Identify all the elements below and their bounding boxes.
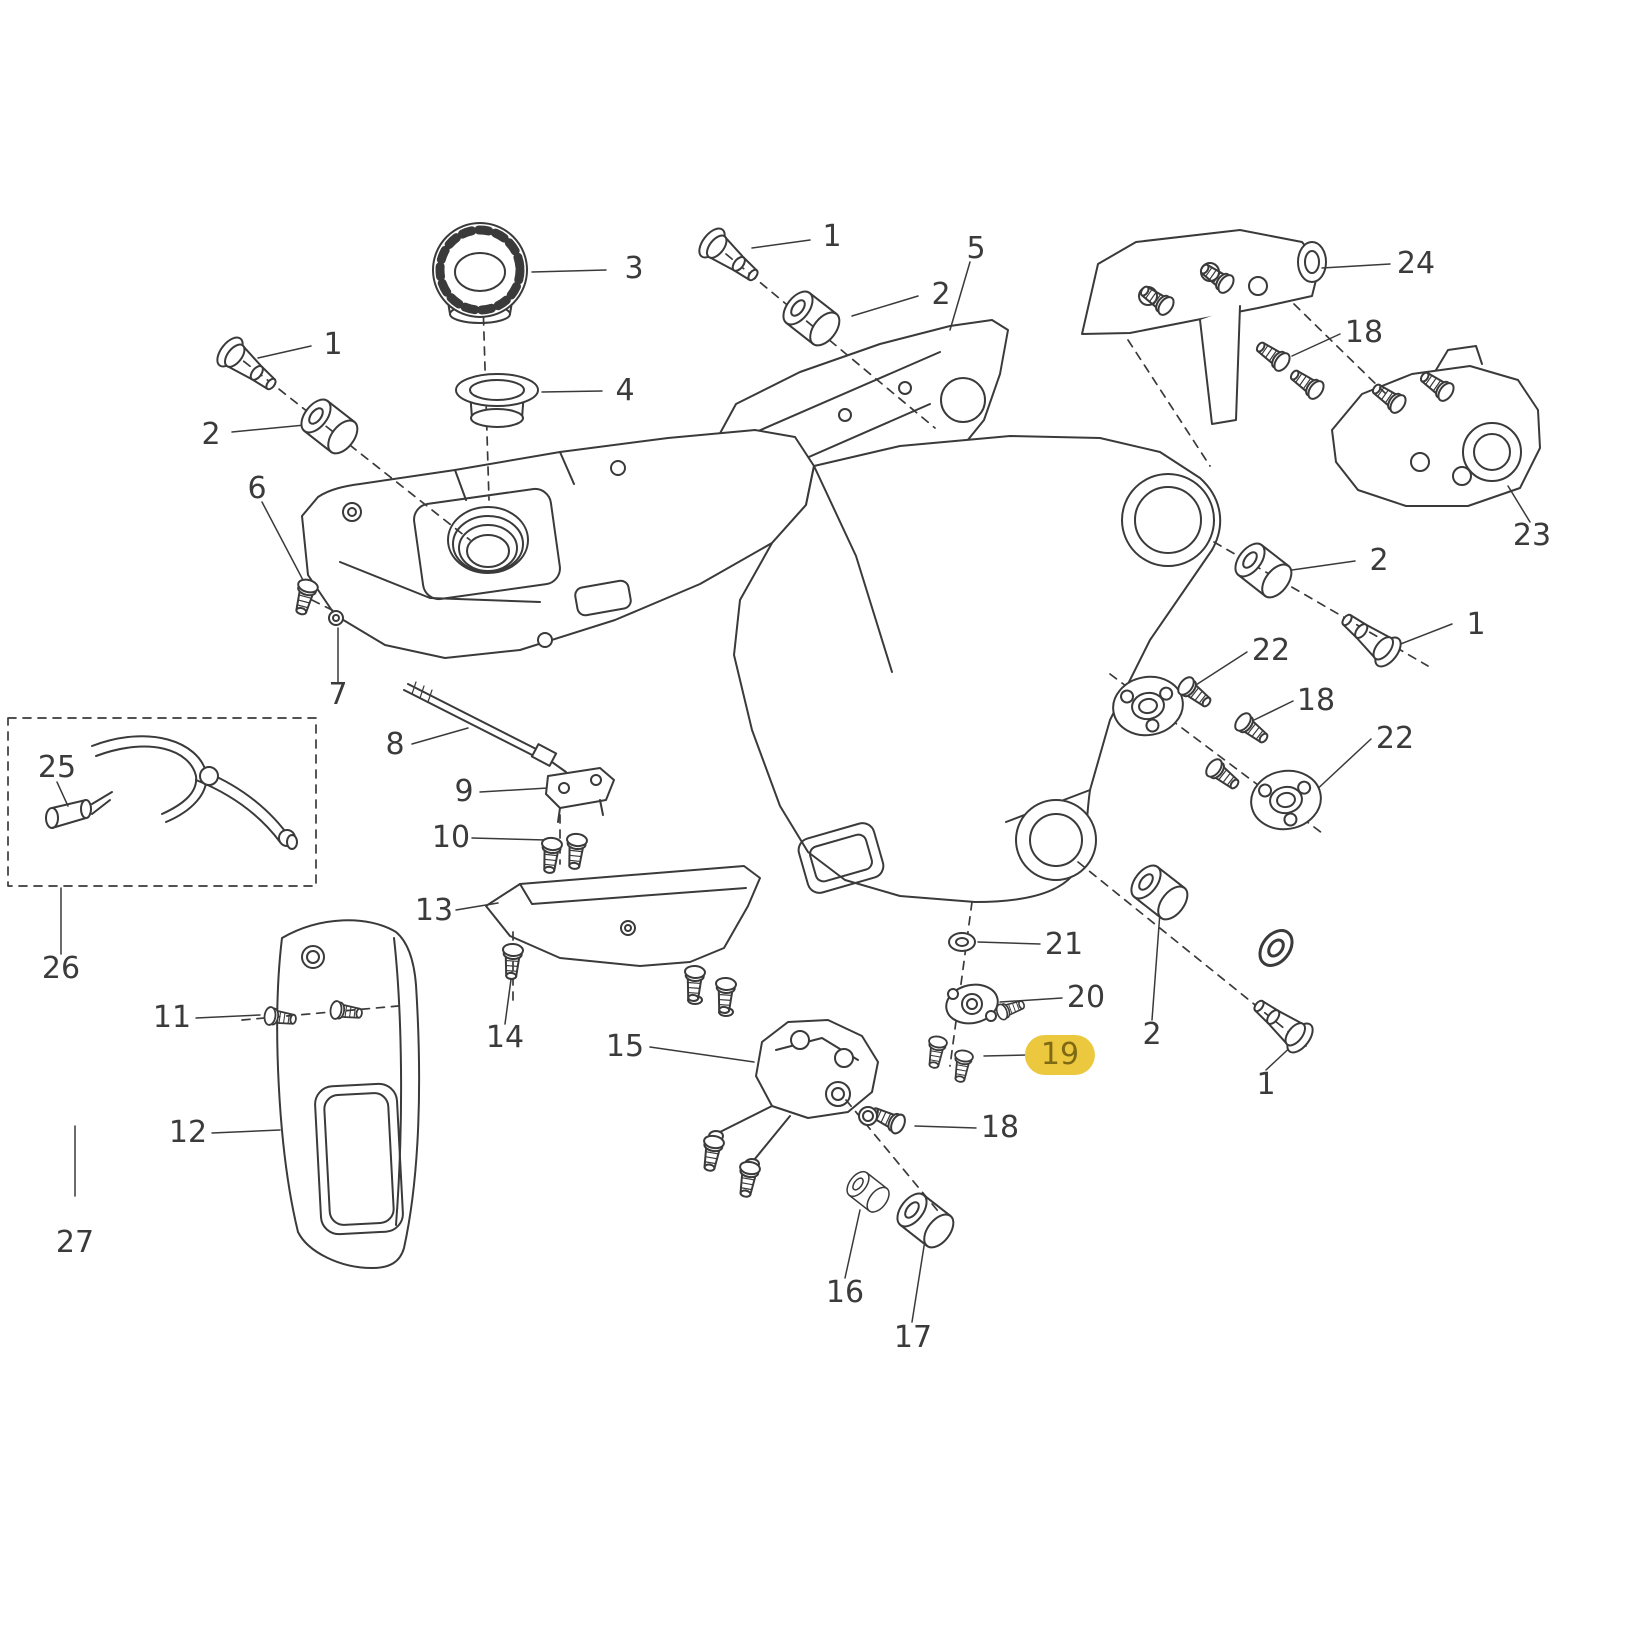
ring-7 xyxy=(328,610,344,626)
mount-bracket-24 xyxy=(1081,229,1327,425)
part-label-7-15[interactable]: 7 xyxy=(328,677,348,712)
filler-gasket-4 xyxy=(455,373,539,428)
part-label-3-2[interactable]: 3 xyxy=(624,251,644,286)
part-label-19-27[interactable]: 19 xyxy=(1024,1035,1096,1075)
part-label-26-23[interactable]: 26 xyxy=(41,951,81,986)
part-label-20-24[interactable]: 20 xyxy=(1066,980,1106,1015)
part-label-16-33[interactable]: 16 xyxy=(825,1275,865,1310)
mount-bracket-23 xyxy=(1331,345,1541,507)
bolts-18 xyxy=(858,336,1328,1137)
part-label-1-6[interactable]: 1 xyxy=(323,327,343,362)
part-label-2-10[interactable]: 2 xyxy=(1369,543,1389,578)
part-label-18-32[interactable]: 18 xyxy=(980,1110,1020,1145)
part-label-12-31[interactable]: 12 xyxy=(168,1115,208,1150)
fuel-cap-3 xyxy=(432,222,528,324)
engine-mount-bracket-15 xyxy=(708,1019,879,1170)
part-label-2-1[interactable]: 2 xyxy=(931,277,951,312)
part-label-13-21[interactable]: 13 xyxy=(414,893,454,928)
part-label-15-29[interactable]: 15 xyxy=(605,1029,645,1064)
part-label-4-8[interactable]: 4 xyxy=(615,373,635,408)
part-label-1-12[interactable]: 1 xyxy=(1466,607,1486,642)
clamp-bracket-9 xyxy=(545,767,615,823)
breather-rod-8 xyxy=(403,681,567,773)
tank-body xyxy=(733,435,1222,903)
part-label-1-0[interactable]: 1 xyxy=(822,219,842,254)
part-label-14-28[interactable]: 14 xyxy=(485,1020,525,1055)
part-label-2-26[interactable]: 2 xyxy=(1142,1017,1162,1052)
part-label-23-9[interactable]: 23 xyxy=(1512,518,1552,553)
hose-assembly-26 xyxy=(7,717,317,887)
part-label-1-30[interactable]: 1 xyxy=(1256,1067,1276,1102)
leader-lines xyxy=(56,239,1531,1323)
part-label-27-35[interactable]: 27 xyxy=(55,1225,95,1260)
part-label-9-18[interactable]: 9 xyxy=(454,774,474,809)
part-label-22-16[interactable]: 22 xyxy=(1375,721,1415,756)
part-label-25-19[interactable]: 25 xyxy=(37,750,77,785)
part-label-17-34[interactable]: 17 xyxy=(893,1320,933,1355)
part-label-18-5[interactable]: 18 xyxy=(1344,315,1384,350)
sensor-20 xyxy=(945,983,1028,1025)
part-label-10-20[interactable]: 10 xyxy=(431,820,471,855)
part-label-21-22[interactable]: 21 xyxy=(1044,927,1084,962)
part-label-18-14[interactable]: 18 xyxy=(1296,683,1336,718)
part-label-22-13[interactable]: 22 xyxy=(1251,633,1291,668)
part-label-6-11[interactable]: 6 xyxy=(247,471,267,506)
part-label-11-25[interactable]: 11 xyxy=(152,1000,192,1035)
part-label-5-3[interactable]: 5 xyxy=(966,231,986,266)
hose-fitting-25 xyxy=(45,791,113,829)
part-label-24-4[interactable]: 24 xyxy=(1396,246,1436,281)
skid-plate-13 xyxy=(485,865,761,1017)
part-label-8-17[interactable]: 8 xyxy=(385,727,405,762)
tank-top-plate xyxy=(301,429,815,659)
part-label-2-7[interactable]: 2 xyxy=(201,417,221,452)
